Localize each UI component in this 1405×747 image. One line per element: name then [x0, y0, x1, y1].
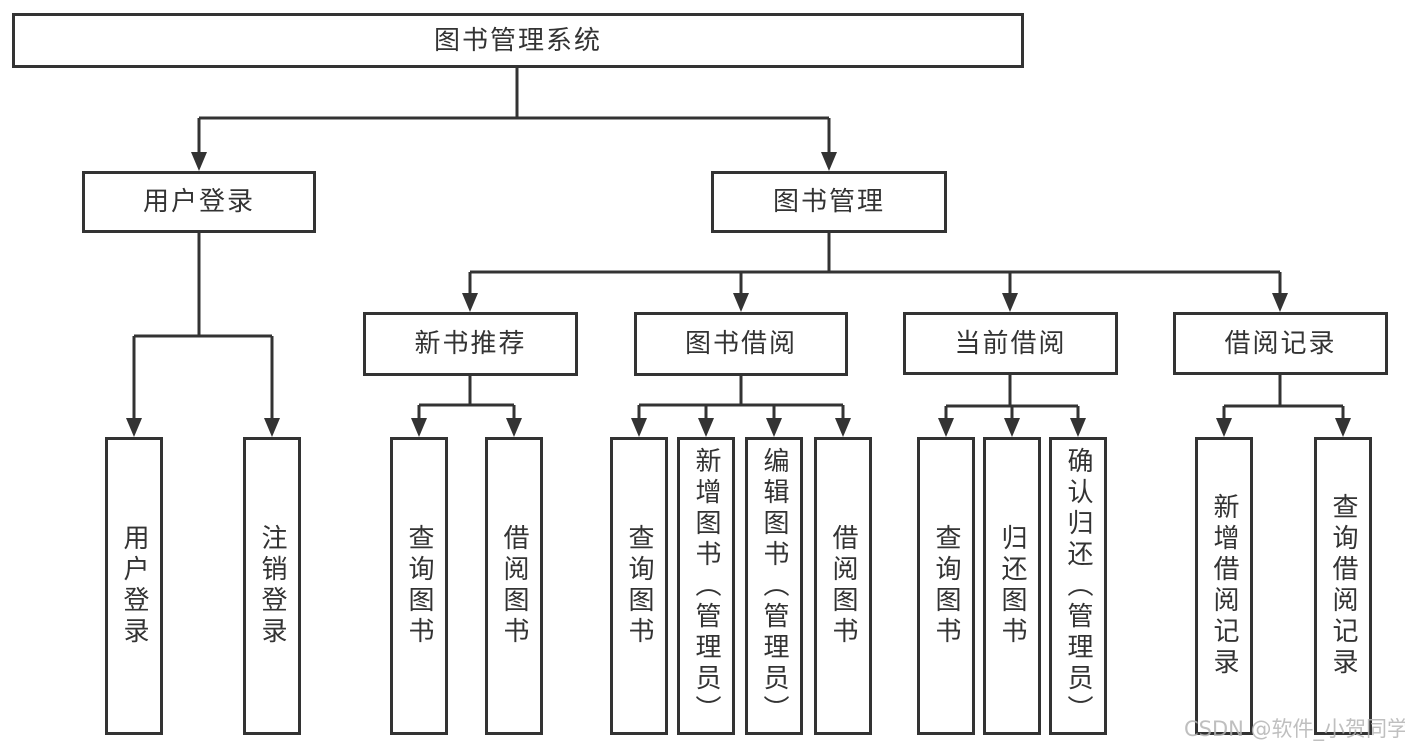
leaf-borrow-books: 借阅图书	[814, 437, 872, 735]
leaf-user-login: 用户登录	[105, 437, 163, 735]
node-borrow-records: 借阅记录	[1173, 312, 1388, 375]
leaf-query-books-recommend: 查询图书	[390, 437, 448, 735]
leaf-query-borrow-record: 查询借阅记录	[1314, 437, 1372, 735]
watermark: CSDN @软件_小贺同学	[1184, 717, 1405, 741]
leaf-query-books-current: 查询图书	[917, 437, 975, 735]
node-book-management: 图书管理	[711, 171, 947, 233]
leaf-confirm-return-admin: 确认归还（管理员）	[1049, 437, 1107, 735]
arrowheads	[126, 152, 1351, 437]
node-root-system: 图书管理系统	[12, 13, 1024, 68]
leaf-query-books-borrow: 查询图书	[610, 437, 668, 735]
leaf-borrow-books-recommend: 借阅图书	[485, 437, 543, 735]
leaf-return-books: 归还图书	[983, 437, 1041, 735]
leaf-logout: 注销登录	[243, 437, 301, 735]
node-new-book-recommend: 新书推荐	[363, 312, 578, 376]
leaf-add-borrow-record: 新增借阅记录	[1195, 437, 1253, 735]
leaf-add-books-admin: 新增图书（管理员）	[677, 437, 735, 735]
leaf-edit-books-admin: 编辑图书（管理员）	[745, 437, 803, 735]
node-user-login: 用户登录	[82, 171, 316, 233]
node-current-borrow: 当前借阅	[903, 312, 1118, 375]
node-book-borrow: 图书借阅	[634, 312, 848, 376]
